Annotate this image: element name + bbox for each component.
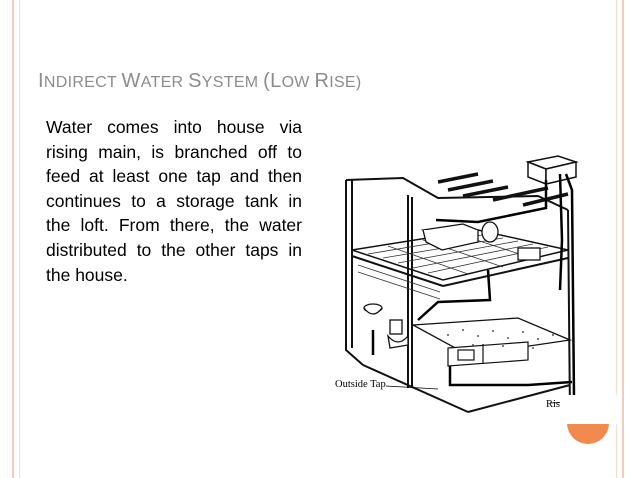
slide-border-inner bbox=[19, 0, 617, 478]
water-system-diagram bbox=[328, 150, 610, 420]
slide-title: INDIRECT WATER SYSTEM (LOW RISE) bbox=[38, 70, 362, 92]
slide-body-text: Water comes into house via rising main, … bbox=[46, 117, 302, 285]
decorative-mask bbox=[560, 395, 620, 424]
slide-border-outer bbox=[12, 0, 624, 478]
outside-tap-label: Outside Tap bbox=[335, 379, 386, 390]
